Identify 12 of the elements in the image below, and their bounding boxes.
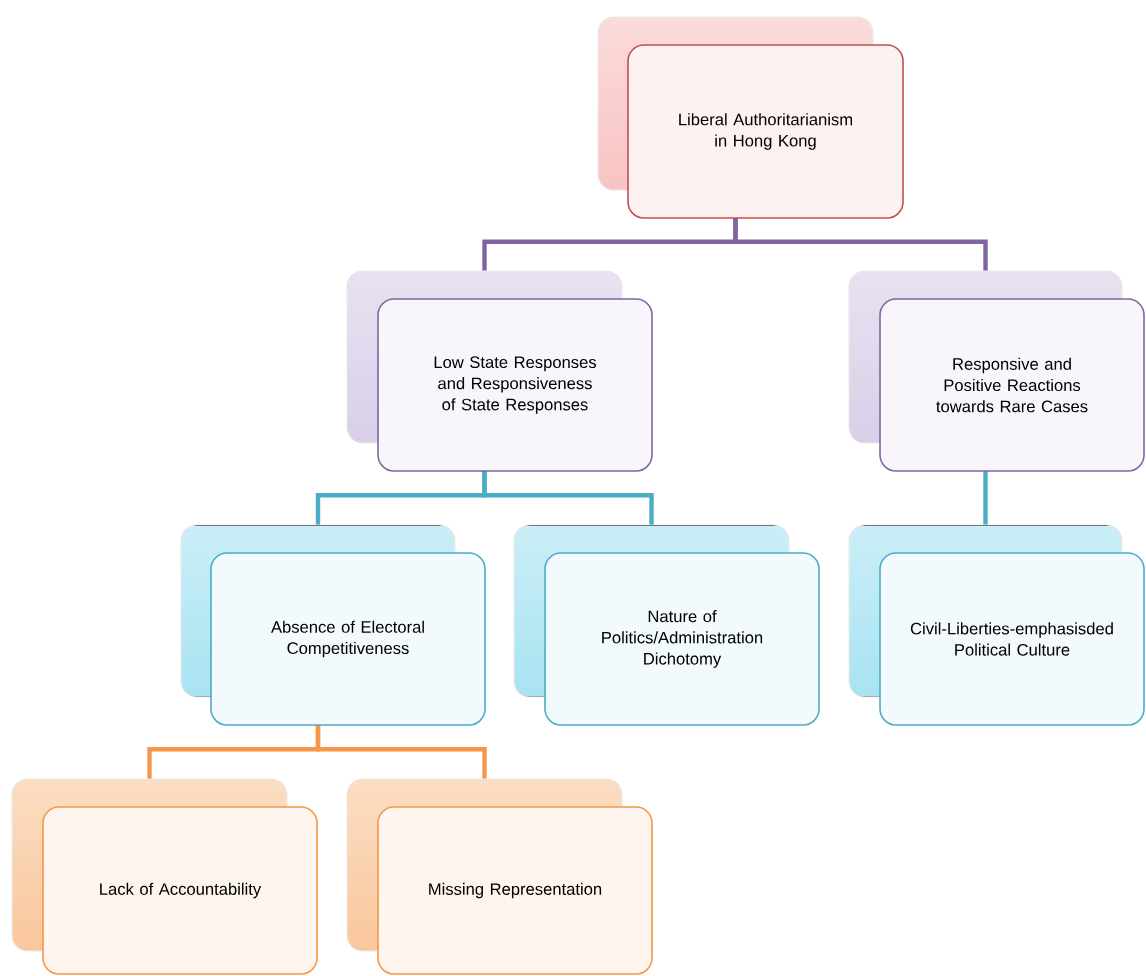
stacked-box: Responsive and Positive Reactions towards Rare Cases: [848, 270, 1145, 472]
stacked-box: Lack of Accountability: [11, 778, 318, 975]
connector: [482, 471, 654, 525]
stacked-box: Low State Responses and Responsiveness of State Responses: [346, 270, 653, 472]
stacked-box: Absence of Electoral Competitiveness: [180, 524, 486, 726]
stacked-box: Missing Representation: [346, 778, 653, 975]
stacked-box: Civil-Liberties-emphasisded Political Culture: [848, 524, 1145, 726]
connector: [315, 725, 487, 779]
stacked-box: Liberal Authoritarianism in Hong Kong: [597, 16, 904, 219]
connector: [733, 218, 988, 271]
connector: [983, 471, 988, 525]
stacked-box: Nature of Politics/Administration Dichotomy: [513, 524, 820, 726]
